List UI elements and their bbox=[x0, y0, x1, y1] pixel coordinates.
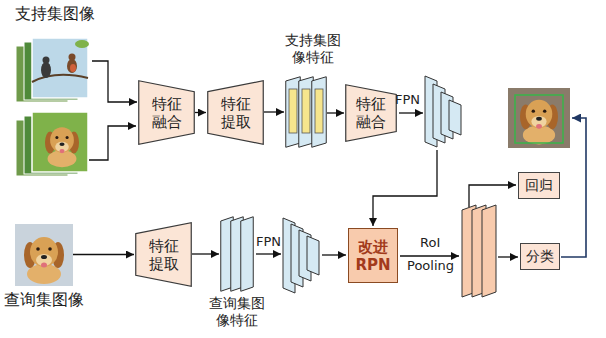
image-frame bbox=[32, 112, 88, 172]
stack-outline bbox=[220, 216, 254, 292]
feature-panel bbox=[312, 77, 327, 148]
fpn-arrow bbox=[256, 253, 281, 254]
flow-connector bbox=[73, 254, 134, 255]
fpn-arrow bbox=[399, 112, 423, 113]
query-fpn-pyramid bbox=[283, 218, 319, 293]
node-text: 支持集图像特征 bbox=[283, 32, 343, 66]
feature-panel bbox=[299, 77, 314, 148]
branch bbox=[32, 75, 88, 82]
roi-pooling-arrow bbox=[400, 255, 459, 256]
node-text: 支持集图像 bbox=[15, 4, 95, 23]
feature-panel bbox=[286, 77, 301, 148]
flow-connector bbox=[195, 112, 206, 113]
image-frame bbox=[15, 224, 73, 286]
dog bbox=[520, 100, 558, 145]
leaf bbox=[75, 40, 89, 48]
dog bbox=[45, 127, 79, 167]
roi-label: RoI bbox=[420, 236, 440, 251]
feature-stack: 查询集图像特征 bbox=[220, 216, 254, 292]
image-frame bbox=[32, 38, 88, 98]
bounding-box bbox=[515, 95, 563, 143]
query-to-rpn-arrow bbox=[322, 254, 346, 255]
stack-outline bbox=[285, 76, 327, 148]
fpn-label: FPN bbox=[395, 93, 420, 108]
output-arrow bbox=[561, 118, 586, 257]
rpn-box: 改进RPN bbox=[348, 228, 398, 283]
support-fpn-pyramid bbox=[425, 76, 461, 147]
output-dog-image bbox=[508, 88, 570, 148]
merge-arrow bbox=[89, 126, 136, 160]
bird bbox=[43, 57, 50, 64]
node-text: 分类 bbox=[526, 248, 554, 265]
feature-panel bbox=[241, 217, 254, 292]
regression-box: 回归 bbox=[518, 172, 560, 199]
extraction-module: 特征提取 bbox=[207, 80, 264, 145]
flow-connector bbox=[192, 253, 219, 254]
roi-feature-stack bbox=[462, 205, 496, 297]
node-text: 特征提取 bbox=[220, 95, 252, 131]
support-image-set: 支持集图像 bbox=[12, 33, 92, 183]
support-bird-images bbox=[16, 38, 89, 102]
trapezoid bbox=[208, 81, 264, 145]
feature-highlight bbox=[315, 89, 323, 133]
bird bbox=[67, 59, 77, 73]
support-dog-images bbox=[16, 112, 88, 176]
node-text: 特征提取 bbox=[148, 237, 180, 273]
feature-highlight bbox=[289, 89, 297, 133]
feature-map bbox=[307, 236, 319, 275]
extraction-module: 特征提取 bbox=[135, 222, 192, 287]
trapezoid bbox=[139, 81, 195, 145]
bird bbox=[41, 62, 51, 78]
node-text: 特征融合 bbox=[355, 95, 387, 131]
flow-connector bbox=[264, 111, 284, 112]
node-text: 回归 bbox=[525, 177, 553, 194]
support-to-rpn-arrow bbox=[373, 150, 437, 226]
fusion-module: 特征融合 bbox=[345, 84, 397, 142]
image-frame bbox=[508, 88, 570, 148]
dog bbox=[24, 237, 64, 284]
dog-picture bbox=[45, 127, 79, 167]
node-text: 特征融合 bbox=[151, 95, 183, 131]
feature-stack: 支持集图像特征 bbox=[285, 76, 327, 148]
query-image: 查询集图像 bbox=[15, 224, 73, 286]
feature-highlight bbox=[302, 89, 310, 133]
classification-box: 分类 bbox=[520, 243, 560, 270]
bird bbox=[70, 64, 76, 72]
node-text: 查询集图像 bbox=[4, 290, 84, 309]
pooling-label: Pooling bbox=[407, 259, 454, 274]
bird bbox=[69, 54, 76, 61]
query-dog-image bbox=[15, 224, 73, 286]
flow-connector bbox=[92, 61, 137, 102]
node-text: 改进RPN bbox=[355, 238, 390, 274]
feature-map bbox=[449, 100, 461, 135]
dog-picture bbox=[520, 100, 558, 145]
fpn-label: FPN bbox=[256, 235, 281, 250]
flow-connector bbox=[327, 112, 344, 113]
feature-map bbox=[312, 77, 327, 148]
regression-arrow bbox=[469, 185, 516, 207]
feature-map bbox=[241, 217, 254, 292]
feature-map bbox=[286, 77, 301, 148]
feature-map bbox=[482, 205, 496, 297]
fusion-module: 特征融合 bbox=[138, 80, 195, 145]
dog-picture bbox=[24, 237, 64, 284]
node-text: 查询集图像特征 bbox=[207, 295, 267, 329]
classification-arrow bbox=[498, 256, 518, 257]
feature-map bbox=[299, 77, 314, 148]
trapezoid bbox=[346, 85, 397, 142]
trapezoid bbox=[136, 223, 192, 287]
